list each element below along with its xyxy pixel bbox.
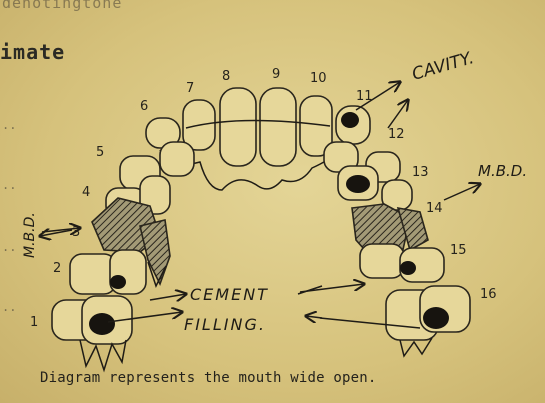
tooth-number-3: 3 (72, 225, 80, 240)
tooth-8 (220, 88, 256, 166)
tooth-number-14: 14 (426, 201, 443, 216)
cavity-label: CAVITY. (410, 48, 476, 85)
filling-mark (89, 313, 115, 335)
tooth-number-6: 6 (140, 99, 148, 114)
tooth-number-10: 10 (310, 71, 327, 86)
filling-label: FILLING. (184, 315, 266, 334)
tooth-number-8: 8 (222, 69, 230, 84)
tooth-2 (70, 254, 116, 294)
tooth-number-7: 7 (186, 81, 194, 96)
filling-mark (423, 307, 449, 329)
tooth-number-16: 16 (480, 287, 497, 302)
tooth-number-9: 9 (272, 67, 280, 82)
tooth-number-15: 15 (450, 243, 467, 258)
diagram-caption: Diagram represents the mouth wide open. (40, 370, 377, 386)
mbd-left-label: M.B.D. (22, 212, 38, 258)
cement-label: CEMENT (190, 285, 269, 304)
tooth-number-5: 5 (96, 145, 104, 160)
tooth-number-12: 12 (388, 127, 405, 142)
cavity-mark (341, 112, 359, 128)
tooth-number-4: 4 (82, 185, 90, 200)
tooth-5b (160, 142, 194, 176)
tooth-number-1: 1 (30, 315, 38, 330)
left-side-teeth (52, 142, 194, 370)
tooth-number-13: 13 (412, 165, 429, 180)
right-side-teeth (324, 142, 470, 356)
tooth-9 (260, 88, 296, 166)
filling-mark (110, 275, 126, 289)
mbd-right-label: M.B.D. (478, 162, 527, 180)
tooth-15 (360, 244, 404, 278)
tooth-number-2: 2 (53, 261, 61, 276)
filling-mark (346, 175, 370, 193)
filling-mark (400, 261, 416, 275)
